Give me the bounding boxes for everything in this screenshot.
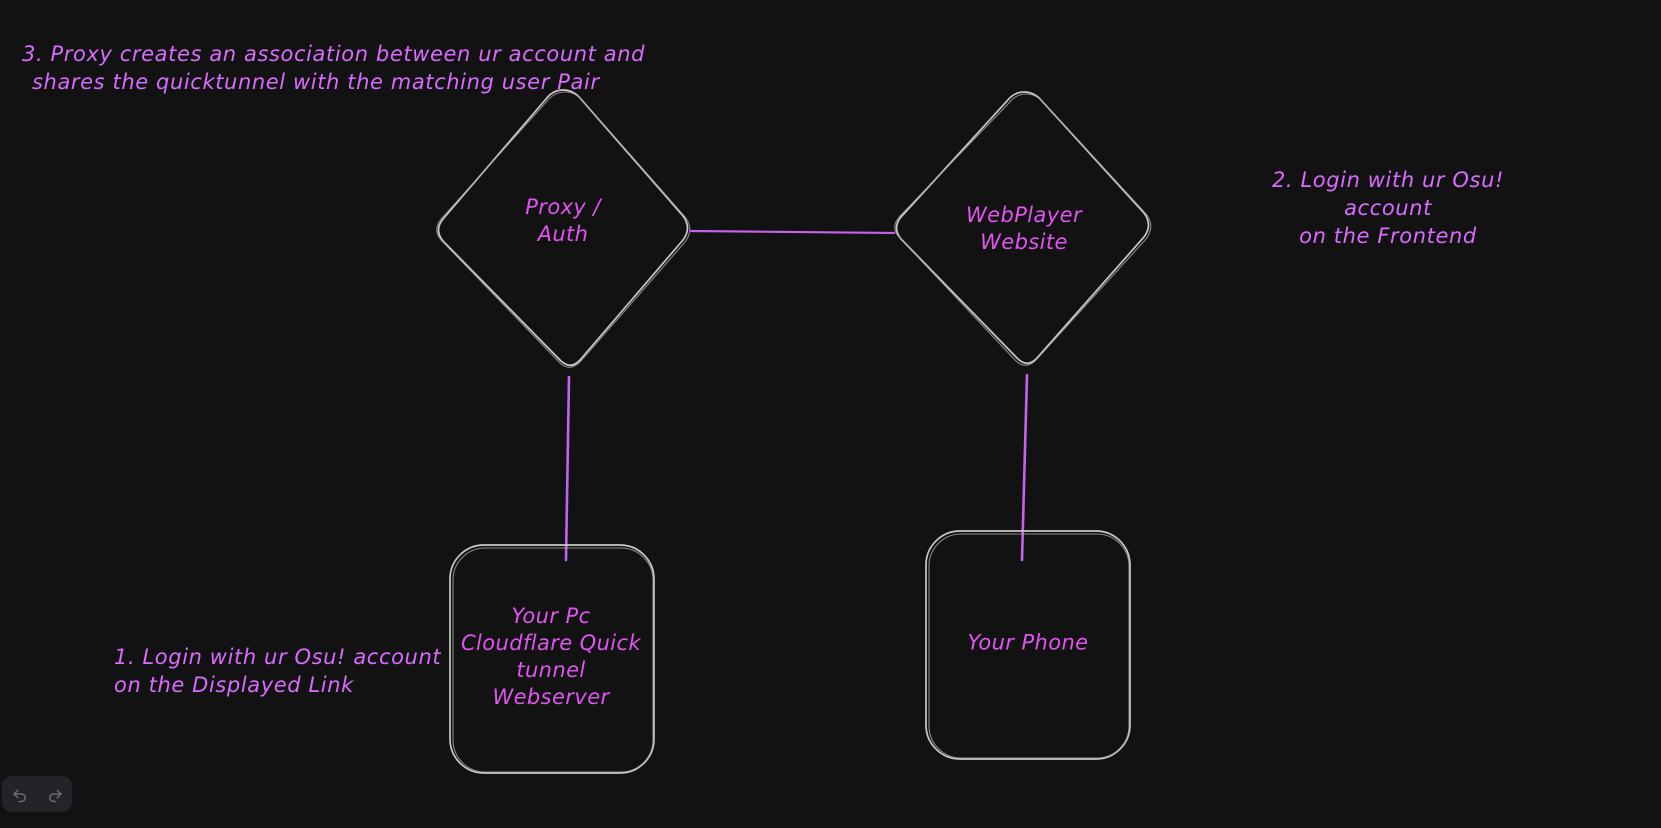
note-step-3-line2: shares the quicktunnel with the matching…: [32, 70, 600, 94]
redo-arrow-icon: [46, 785, 64, 803]
note-step-3-line1: 3. Proxy creates an association between …: [22, 42, 646, 66]
diamond-shape-proxy-auth[interactable]: [437, 89, 689, 367]
undo-button[interactable]: [7, 781, 33, 807]
connector-proxy-to-webplayer[interactable]: [689, 229, 896, 235]
node-your-pc[interactable]: [449, 544, 655, 774]
rect-shape-your-pc-sketch: [452, 547, 654, 773]
note-step-2[interactable]: 2. Login with ur Osu! account on the Fro…: [1271, 168, 1505, 248]
note-step-3[interactable]: 3. Proxy creates an association between …: [22, 12, 645, 124]
rect-shape-your-phone-sketch: [928, 533, 1130, 759]
undo-arrow-icon: [11, 785, 29, 803]
connector-proxy-to-yourpc[interactable]: [564, 375, 571, 562]
diamond-shape-webplayer[interactable]: [895, 91, 1150, 365]
rect-shape-your-phone[interactable]: [925, 530, 1131, 760]
rect-shape-your-pc[interactable]: [449, 544, 655, 774]
diamond-shape-proxy-auth-sketch: [436, 91, 691, 368]
connector-webplayer-to-yourphone[interactable]: [1020, 373, 1029, 562]
diamond-shape-webplayer-sketch: [894, 93, 1152, 366]
node-your-phone[interactable]: [925, 530, 1131, 760]
node-proxy-auth[interactable]: [436, 89, 691, 368]
note-step-1[interactable]: 1. Login with ur Osu! account on the Dis…: [114, 645, 442, 697]
node-webplayer-website[interactable]: [894, 91, 1152, 366]
redo-button[interactable]: [42, 781, 68, 807]
history-toolbar: [2, 776, 72, 812]
